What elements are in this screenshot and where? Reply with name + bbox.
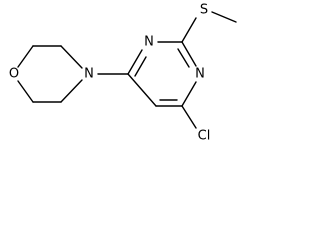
bond-o-c1 <box>17 45 34 68</box>
atom-nitrogen-ring-top: N <box>144 35 154 50</box>
atom-oxygen: O <box>9 67 19 82</box>
bond-c2-n1-inner <box>177 48 190 68</box>
pyrimidine-ring <box>127 41 197 107</box>
bond-c6-cl <box>181 105 197 129</box>
atom-sulfur: S <box>200 3 208 18</box>
atom-nitrogen-ring-right: N <box>195 67 205 82</box>
chemical-structure: O N N N S Cl <box>9 3 237 144</box>
bond-n-c3 <box>60 79 83 103</box>
bond-c4-n3 <box>127 49 143 75</box>
atom-nitrogen-morpholine: N <box>84 67 94 82</box>
bond-c4-o <box>17 80 34 103</box>
bond-c5-c4 <box>127 73 157 107</box>
bond-s-ch3 <box>211 11 237 23</box>
bond-c2-n <box>60 45 83 69</box>
bond-n1-c6 <box>181 81 197 107</box>
bond-c4-n3-inner <box>134 56 147 77</box>
bond-c2-n1 <box>181 41 197 67</box>
bond-c2-s <box>181 17 197 43</box>
morpholine-ring <box>17 45 83 103</box>
atom-chlorine: Cl <box>198 129 211 144</box>
